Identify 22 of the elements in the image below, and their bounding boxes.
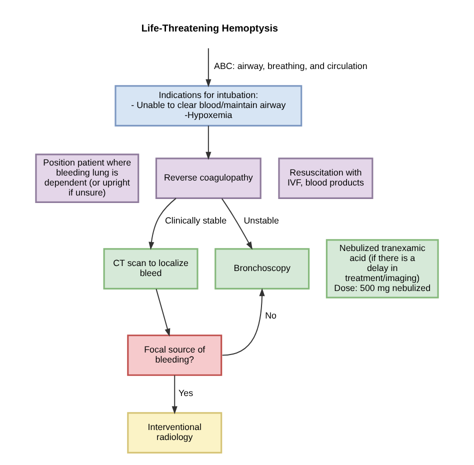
node-box: Indications for intubation: - Unable to clear blood/maintain airway -Hypoxemia — [114, 85, 302, 126]
arrow — [221, 198, 253, 250]
edge-label: Clinically stable — [164, 215, 227, 226]
node-box: Resuscitation with IVF, blood products — [278, 158, 374, 199]
node-box: Reverse coagulopathy — [155, 158, 262, 199]
node-box: Bronchoscopy — [214, 248, 310, 290]
arrow — [222, 288, 265, 356]
arrow — [148, 198, 177, 250]
node-box: Focal source of bleeding? — [127, 334, 222, 376]
node-box: Interventional radiology — [127, 412, 222, 454]
edge-label: Yes — [178, 388, 194, 398]
arrow — [206, 48, 212, 88]
node-box: Nebulized tranexamic acid (if there is a delay in treatment/imaging) Dose: 500 mg nebulized — [326, 239, 439, 298]
node-box: CT scan to localize bleed — [103, 248, 198, 290]
node-text: Life-Threatening Hemoptysis — [141, 24, 278, 35]
arrow — [172, 374, 178, 414]
arrow — [156, 288, 170, 337]
edge-label: ABC: airway, breathing, and circulation — [214, 61, 368, 72]
edge-label: Unstable — [244, 215, 279, 226]
arrow — [206, 125, 212, 160]
edge-label: No — [265, 310, 277, 321]
node-box: Position patient where bleeding lung is dependent (or upright if unsure) — [35, 154, 140, 203]
